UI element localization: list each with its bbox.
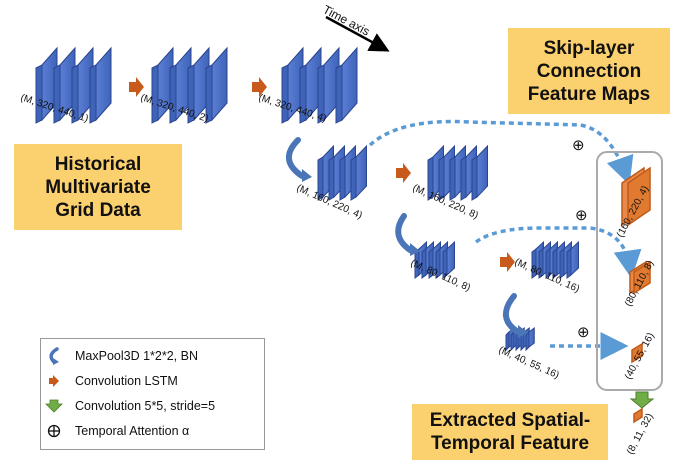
convlstm-arrow-3 [396, 163, 411, 183]
legend-label: Temporal Attention α [75, 424, 190, 438]
conv-stack-3b [531, 240, 579, 279]
attention-symbol-3: ⊕ [577, 324, 590, 341]
legend-label: Convolution 5*5, stride=5 [75, 399, 216, 413]
legend-item: Temporal Attention α [41, 420, 189, 442]
feature-map-3 [631, 342, 643, 364]
time-axis-label: Time axis [321, 2, 373, 38]
historical-data-text: Historical Multivariate Grid Data [45, 153, 151, 221]
extracted-feature-callout: Extracted Spatial- Temporal Feature [412, 404, 608, 460]
pool-stack-3a [414, 240, 455, 279]
legend: MaxPool3D 1*2*2, BN Convolution LSTM Convo… [40, 338, 265, 450]
convlstm-arrow-2 [252, 77, 267, 97]
tensor-label-f3: (40, 55, 16) [623, 331, 657, 381]
convlstm-arrow-icon [41, 374, 67, 388]
convlstm-arrow-1 [129, 77, 144, 97]
feature-map-output [633, 407, 643, 424]
attention-symbol-2: ⊕ [575, 207, 588, 224]
input-stack-2 [151, 46, 228, 124]
skip-layer-callout: Skip-layer Connection Feature Maps [508, 28, 670, 114]
circle-plus-icon [41, 424, 67, 438]
feature-map-2 [629, 260, 651, 295]
maxpool-arrow-2 [395, 213, 420, 256]
maxpool-arrow-icon [41, 347, 67, 365]
skip-connection-arrow-2 [474, 226, 642, 279]
legend-item: Convolution 5*5, stride=5 [41, 395, 215, 417]
maxpool-arrow-1 [286, 137, 312, 182]
legend-label: MaxPool3D 1*2*2, BN [75, 349, 198, 363]
extracted-feature-text: Extracted Spatial- Temporal Feature [429, 410, 591, 454]
skip-connection-arrow-1 [368, 119, 634, 185]
attention-symbol-1: ⊕ [572, 137, 585, 154]
legend-label: Convolution LSTM [75, 374, 178, 388]
input-stack-1 [35, 46, 112, 124]
tensor-label-l4a: (M, 40, 55, 16) [497, 345, 561, 381]
input-stack-3 [281, 46, 358, 124]
maxpool-arrow-3 [503, 293, 528, 338]
skip-feature-container [596, 151, 663, 391]
conv-down-arrow-icon [41, 399, 67, 413]
conv-stack-2b [427, 144, 488, 201]
skip-layer-text: Skip-layer Connection Feature Maps [527, 37, 651, 105]
feature-map-1 [621, 166, 651, 227]
legend-item: MaxPool3D 1*2*2, BN [41, 345, 198, 367]
legend-item: Convolution LSTM [41, 370, 178, 392]
conv-down-arrow [629, 391, 655, 409]
time-axis-arrow [325, 15, 390, 52]
convlstm-arrow-4 [500, 252, 515, 272]
pool-stack-2a [317, 144, 367, 201]
historical-data-callout: Historical Multivariate Grid Data [14, 144, 182, 230]
